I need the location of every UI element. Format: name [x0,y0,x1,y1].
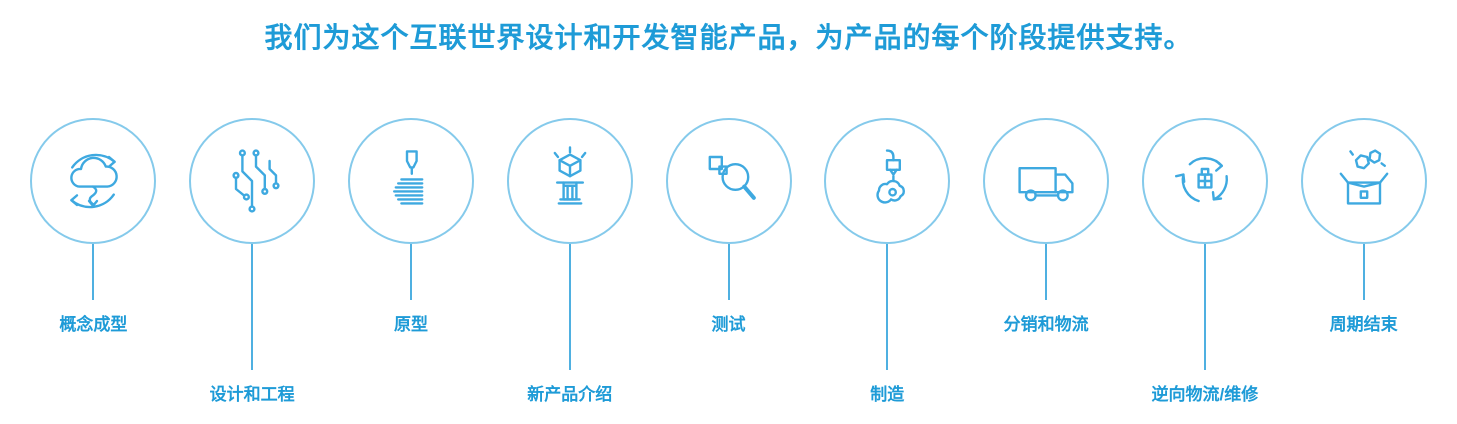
stage-connector-line [568,244,571,370]
magnifier-test-icon [708,155,756,200]
stage-circle [189,118,316,244]
stage-circle [347,118,474,244]
stage-connector-line [727,244,730,300]
3d-print-nozzle-icon [392,150,424,205]
stage-circle [665,118,792,244]
product-launch-cube-icon [553,146,587,205]
delivery-truck-icon [1018,167,1074,202]
stage-circle [983,118,1110,244]
stage-label: 逆向物流/维修 [1151,385,1259,404]
stage-connector-line [251,244,254,370]
stage-connector-line [409,244,412,300]
stage-connector-line [1203,244,1206,370]
stage-label: 概念成型 [59,315,128,334]
stage-testing: 测试 [649,118,808,405]
stage-circle [1141,118,1268,244]
stage-label: 制造 [870,385,905,404]
stage-label: 分销和物流 [1003,315,1089,334]
open-box-eol-icon [1339,149,1389,205]
stage-label: 测试 [711,315,746,334]
stage-connector-line [886,244,889,370]
stage-circle [1300,118,1427,244]
concept-cloud-sync-icon [70,153,119,209]
stage-connector-line [1045,244,1048,300]
stage-label: 设计和工程 [209,385,295,404]
stage-connector-line [1362,244,1365,300]
recycle-arrows-box-icon [1174,157,1228,203]
circuit-traces-icon [232,149,280,213]
printer-extruder-icon [876,149,906,204]
page-title: 我们为这个互联世界设计和开发智能产品，为产品的每个阶段提供支持。 [264,22,1193,53]
stage-label: 原型 [393,315,428,334]
stage-reverse-logistics-repair: 逆向物流/维修 [1125,118,1284,405]
stage-connector-line [92,244,95,300]
stage-circle [30,118,157,244]
stage-manufacturing: 制造 [808,118,967,405]
stage-label: 新产品介绍 [527,385,613,404]
stage-new-product-introduction: 新产品介绍 [490,118,649,405]
stage-label: 周期结束 [1329,315,1398,334]
stage-prototype: 原型 [332,118,491,405]
stage-circle [506,118,633,244]
stage-circle [824,118,951,244]
stage-end-of-cycle: 周期结束 [1284,118,1443,405]
lifecycle-stages-row: 概念成型 设计和工程 [0,118,1457,405]
stage-distribution-logistics: 分销和物流 [967,118,1126,405]
stage-concept: 概念成型 [14,118,173,405]
stage-design-engineering: 设计和工程 [173,118,332,405]
